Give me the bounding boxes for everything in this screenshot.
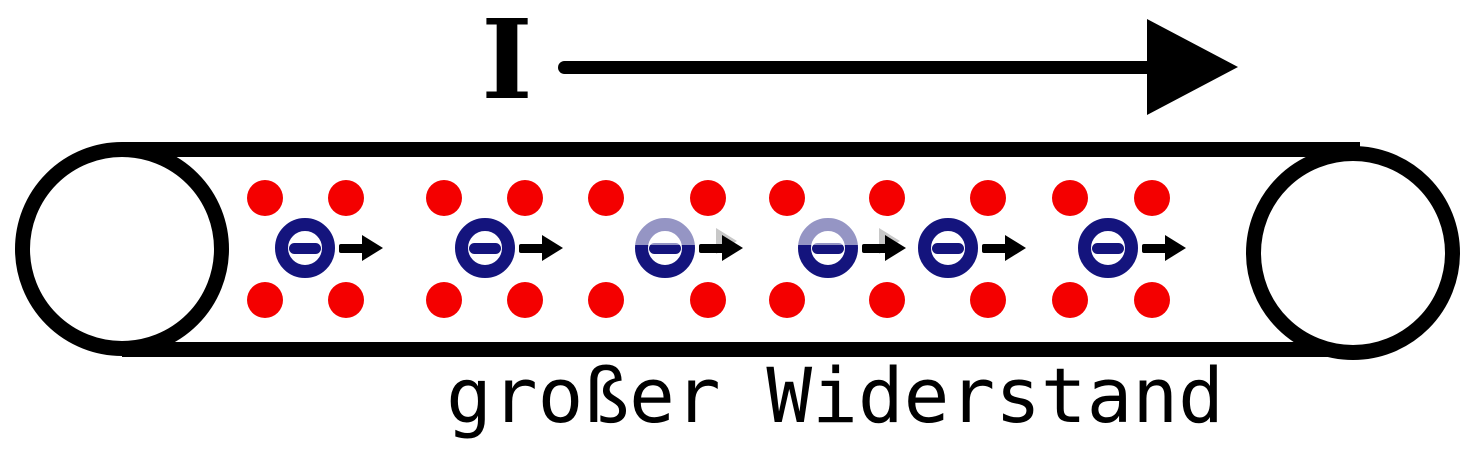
ion-dot [507,180,543,216]
electron-velocity-arrow-shaft [699,244,725,253]
electron [918,218,978,278]
ion-dot [690,180,726,216]
electron [798,218,858,278]
ion-dot [970,282,1006,318]
ion-dot [328,180,364,216]
electron [455,218,515,278]
electron [635,218,695,278]
ion-dot [507,282,543,318]
electron [1078,218,1138,278]
ion-dot [769,282,805,318]
electron-velocity-arrow-shaft [1142,244,1168,253]
ion-dot [328,282,364,318]
watermark-artifact [798,218,858,245]
wire-left-end-cap [15,142,229,356]
current-direction-arrow-head [1147,19,1238,115]
electron [275,218,335,278]
minus-icon [289,242,321,254]
ion-dot [1052,282,1088,318]
ion-dot [588,180,624,216]
electron-velocity-arrow-shaft [982,244,1008,253]
current-symbol-label: I [481,0,533,124]
ion-dot [1134,282,1170,318]
minus-icon [1092,242,1124,254]
electron-velocity-arrow-head [362,235,383,261]
watermark-artifact [635,218,695,245]
electron-velocity-arrow-head [542,235,563,261]
ion-dot [588,282,624,318]
ion-dot [426,282,462,318]
wire-right-end-cap [1246,146,1460,360]
minus-icon [932,242,964,254]
ion-dot [970,180,1006,216]
ion-dot [426,180,462,216]
electron-velocity-arrow-head [1165,235,1186,261]
electron-velocity-arrow-shaft [339,244,365,253]
electron-velocity-arrow-shaft [862,244,888,253]
wire-bottom-edge [122,342,1360,357]
electron-velocity-arrow-shaft [519,244,545,253]
minus-icon [812,242,844,254]
ion-dot [869,180,905,216]
electron-velocity-arrow-head [1005,235,1026,261]
ion-dot [690,282,726,318]
wire-top-edge [122,142,1360,157]
caption-label: großer Widerstand [446,351,1224,440]
current-direction-arrow-shaft [558,61,1150,74]
ion-dot [247,180,283,216]
ion-dot [769,180,805,216]
minus-icon [469,242,501,254]
ion-dot [1052,180,1088,216]
minus-icon [649,242,681,254]
ion-dot [869,282,905,318]
ion-dot [247,282,283,318]
ion-dot [1134,180,1170,216]
